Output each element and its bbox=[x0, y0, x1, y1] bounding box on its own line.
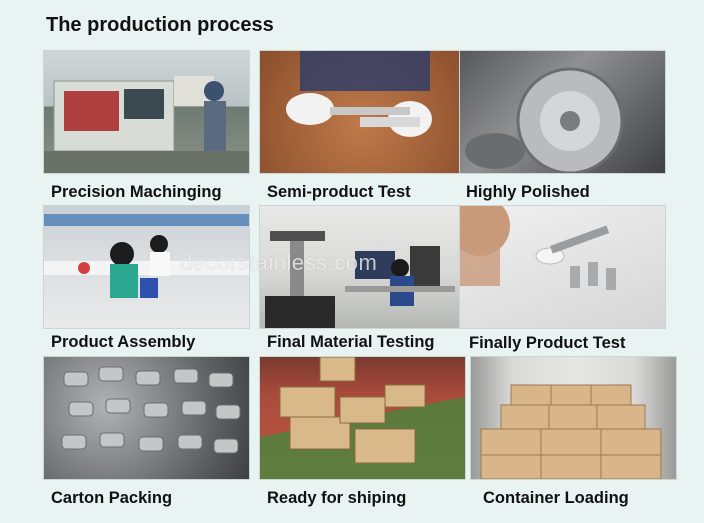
process-step-semi-product-test: Semi-product Test bbox=[259, 50, 466, 201]
shipping-photo bbox=[259, 356, 466, 480]
process-step-ready-for-shipping: Ready for shiping bbox=[259, 356, 466, 507]
step-caption: Container Loading bbox=[483, 489, 629, 507]
step-caption: Highly Polished bbox=[466, 183, 590, 201]
container-image bbox=[480, 384, 662, 479]
process-step-product-assembly: Product Assembly bbox=[43, 205, 250, 351]
process-step-highly-polished: Highly Polished bbox=[459, 50, 666, 201]
step-caption: Product Assembly bbox=[51, 333, 196, 351]
assembly-line-image bbox=[44, 214, 249, 298]
step-caption: Semi-product Test bbox=[267, 183, 411, 201]
step-caption: Final Material Testing bbox=[267, 333, 435, 351]
process-step-carton-packing: Carton Packing bbox=[43, 356, 250, 507]
steel-fittings-image bbox=[61, 366, 241, 454]
step-caption: Ready for shiping bbox=[267, 489, 407, 507]
semi-product-test-photo bbox=[259, 50, 466, 174]
process-step-precision-machining: Precision Machinging bbox=[43, 50, 250, 201]
step-caption: Carton Packing bbox=[51, 489, 173, 507]
assembly-photo bbox=[43, 205, 250, 329]
process-step-finally-product-test: Finally Product Test bbox=[459, 205, 666, 352]
polishing-photo bbox=[459, 50, 666, 174]
watermark: decorstainless.com bbox=[180, 250, 378, 275]
step-caption: Precision Machinging bbox=[51, 183, 222, 201]
carton-packing-photo bbox=[43, 356, 250, 480]
process-step-container-loading: Container Loading bbox=[470, 356, 677, 507]
product-test-photo bbox=[459, 205, 666, 329]
material-testing-photo bbox=[259, 205, 466, 329]
process-step-final-material-testing: Final Material Testing bbox=[259, 205, 466, 351]
polishing-wheel-image bbox=[465, 67, 624, 173]
page-title: The production process bbox=[46, 14, 274, 36]
machining-photo bbox=[43, 50, 250, 174]
inspection-image bbox=[286, 51, 432, 137]
lathe-machine-image bbox=[44, 76, 249, 173]
product-measurement-image bbox=[460, 206, 616, 290]
container-loading-photo bbox=[470, 356, 677, 480]
testing-machine-image bbox=[265, 231, 455, 328]
stacked-cartons-image bbox=[260, 357, 465, 479]
step-caption: Finally Product Test bbox=[469, 334, 626, 352]
